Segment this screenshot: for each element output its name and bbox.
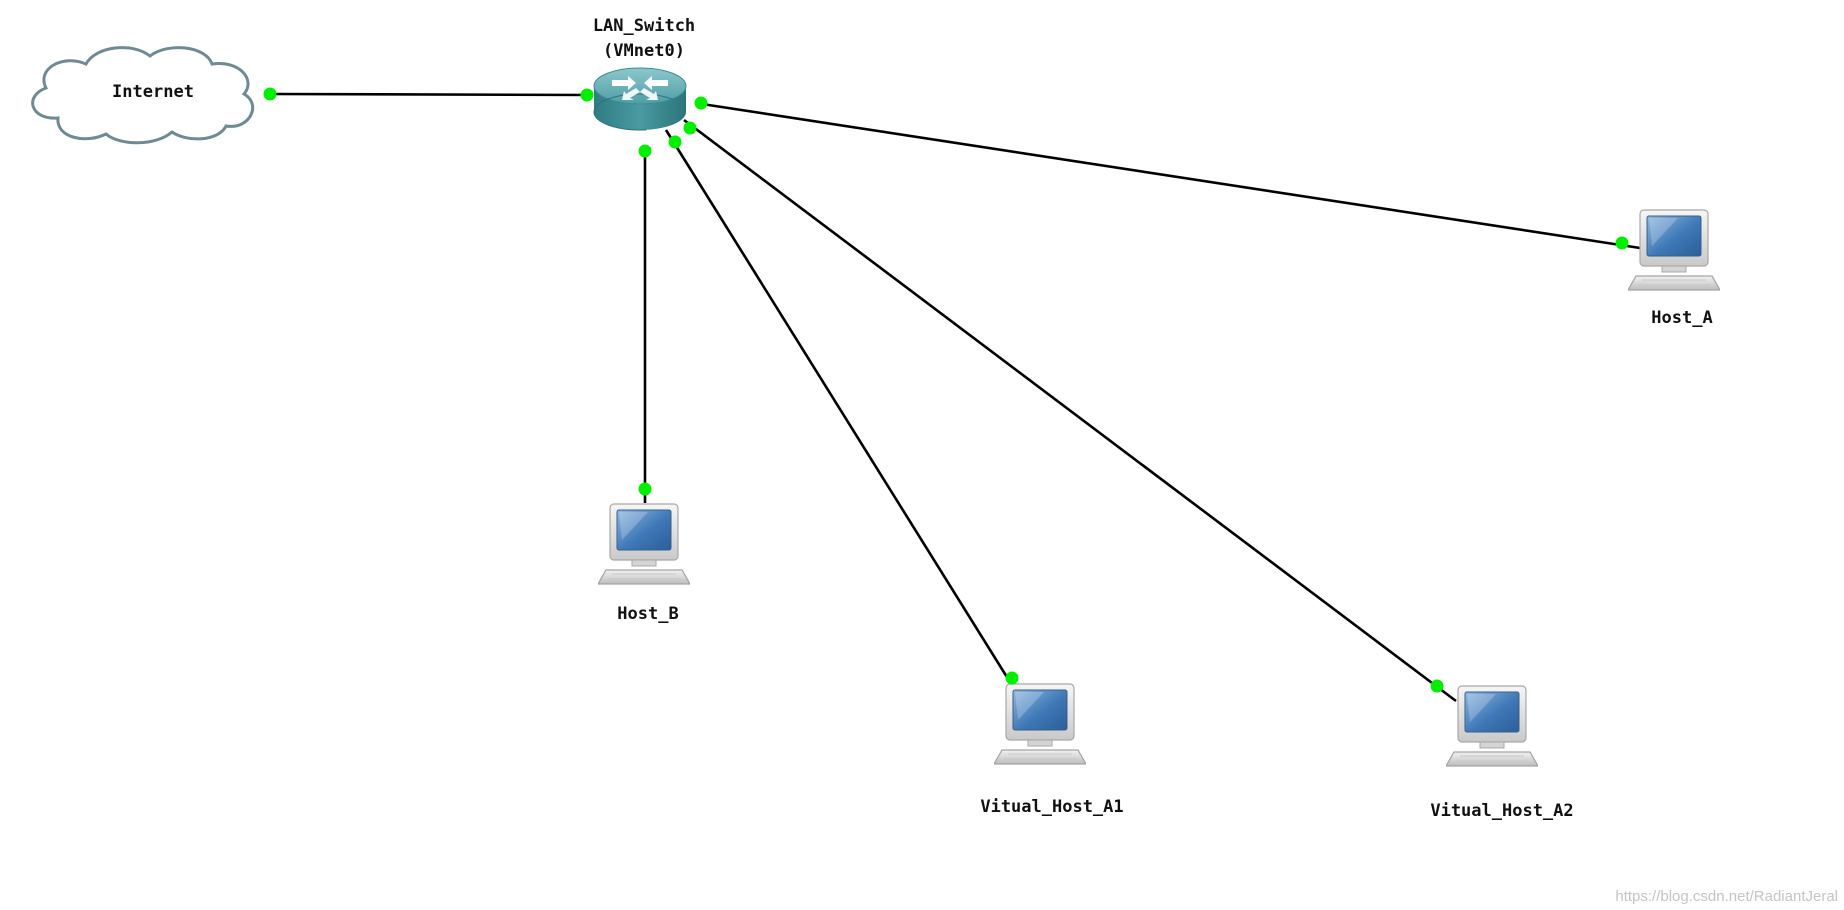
port-indicator-switch-internet <box>580 88 594 102</box>
link-switch-host-a[interactable] <box>701 102 1641 250</box>
port-indicator-switch-host-a <box>694 96 708 110</box>
port-indicator-vhost-a1 <box>1005 671 1019 685</box>
link-internet-switch[interactable] <box>269 92 591 97</box>
port-indicator-switch-vhost-a1 <box>668 135 682 149</box>
node-host-a[interactable]: Host_A <box>1628 209 1720 328</box>
cloud-icon <box>31 46 255 145</box>
node-internet[interactable]: Internet <box>31 46 255 145</box>
computer-icon <box>598 503 690 585</box>
vhost-a1-label: Vitual_Host_A1 <box>980 797 1123 817</box>
port-indicator-switch-vhost-a2 <box>683 121 697 135</box>
switch-icon <box>593 67 687 131</box>
switch-label: LAN_Switch <box>593 16 695 36</box>
port-indicator-host-b <box>638 482 652 496</box>
node-vitual-host-a1[interactable]: Vitual_Host_A1 <box>980 683 1124 817</box>
computer-icon <box>1628 209 1720 291</box>
links-layer <box>269 92 1641 703</box>
vhost-a2-label: Vitual_Host_A2 <box>1430 801 1573 821</box>
watermark-text: https://blog.csdn.net/RadiantJeral <box>1615 888 1838 905</box>
computer-icon <box>1446 685 1538 767</box>
port-indicator-vhost-a2 <box>1430 679 1444 693</box>
port-indicator-switch-host-b <box>638 144 652 158</box>
ports-layer <box>263 87 1629 693</box>
node-lan-switch[interactable]: LAN_Switch (VMnet0) <box>593 16 695 131</box>
link-switch-vhost-a2[interactable] <box>683 118 1457 703</box>
node-host-b[interactable]: Host_B <box>598 503 690 624</box>
port-indicator-internet <box>263 87 277 101</box>
computer-icon <box>994 683 1086 765</box>
port-indicator-host-a <box>1615 236 1629 250</box>
host-a-label: Host_A <box>1651 308 1712 328</box>
node-vitual-host-a2[interactable]: Vitual_Host_A2 <box>1430 685 1574 821</box>
switch-sublabel: (VMnet0) <box>603 41 685 61</box>
internet-label: Internet <box>112 82 194 102</box>
link-switch-vhost-a1[interactable] <box>664 129 1017 691</box>
host-b-label: Host_B <box>617 604 678 624</box>
